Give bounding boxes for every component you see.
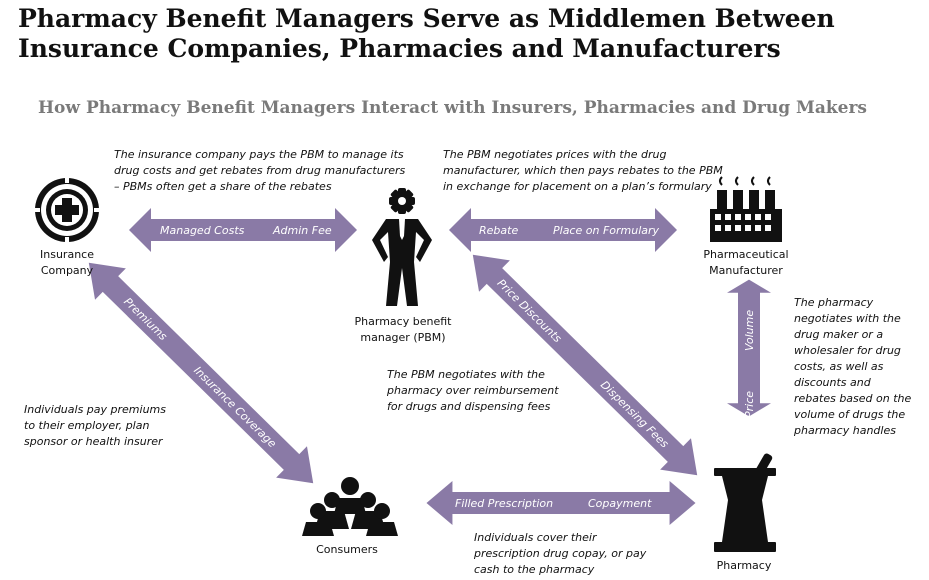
arrow-label-insurance-coverage: Insurance Coverage bbox=[191, 364, 279, 451]
people-group-icon bbox=[302, 477, 398, 536]
label-insurance-company: Insurance Company bbox=[40, 248, 94, 277]
note-pbm-manufacturer: The PBM negotiates prices with the drug … bbox=[443, 148, 723, 193]
label-pharmacy: Pharmacy bbox=[716, 559, 772, 572]
note-insurer-pbm: The insurance company pays the PBM to ma… bbox=[114, 148, 406, 193]
arrow-label-managed-costs: Managed Costs bbox=[160, 224, 245, 237]
arrow-label-volume: Volume bbox=[743, 310, 756, 351]
arrow-label-admin-fee: Admin Fee bbox=[272, 224, 332, 237]
arrow-pbm-pharmacy: Price Discounts Dispensing Fees bbox=[457, 239, 713, 491]
arrow-label-rebate: Rebate bbox=[479, 224, 518, 237]
factory-icon bbox=[710, 176, 782, 242]
arrow-label-price: Price bbox=[743, 391, 756, 418]
note-consumers-insurer: Individuals pay premiums to their employ… bbox=[24, 403, 166, 448]
arrow-insurer-pbm: Managed Costs Admin Fee bbox=[129, 208, 357, 252]
arrow-label-filled-prescription: Filled Prescription bbox=[455, 497, 553, 510]
arrow-pbm-manufacturer: Rebate Place on Formulary bbox=[449, 208, 677, 252]
note-pharmacy-manufacturer: The pharmacy negotiates with the drug ma… bbox=[794, 296, 912, 437]
arrow-label-premiums: Premiums bbox=[121, 295, 170, 343]
medical-cross-icon bbox=[34, 177, 100, 243]
arrow-consumers-pharmacy: Filled Prescription Copayment bbox=[426, 481, 696, 525]
mortar-pestle-icon bbox=[714, 453, 776, 552]
note-consumers-pharmacy: Individuals cover their prescription dru… bbox=[474, 531, 647, 576]
note-pbm-pharmacy: The PBM negotiates with the pharmacy ove… bbox=[387, 368, 559, 413]
arrow-label-dispensing-fees: Dispensing Fees bbox=[598, 378, 671, 450]
label-consumers: Consumers bbox=[316, 543, 378, 556]
gear-head-person-icon bbox=[372, 188, 432, 306]
arrow-label-price-discounts: Price Discounts bbox=[495, 277, 565, 346]
label-pharmaceutical-manufacturer: Pharmaceutical Manufacturer bbox=[703, 248, 789, 277]
page-title: Pharmacy Benefit Managers Serve as Middl… bbox=[18, 4, 835, 63]
diagram-subtitle: How Pharmacy Benefit Managers Interact w… bbox=[38, 98, 867, 118]
arrow-label-copayment: Copayment bbox=[588, 497, 652, 510]
label-pbm: Pharmacy benefit manager (PBM) bbox=[354, 315, 452, 344]
arrow-label-place-on-formulary: Place on Formulary bbox=[553, 224, 660, 237]
arrow-manufacturer-pharmacy: Volume Price bbox=[727, 279, 771, 418]
arrow-insurer-consumers: Premiums Insurance Coverage bbox=[73, 247, 329, 499]
